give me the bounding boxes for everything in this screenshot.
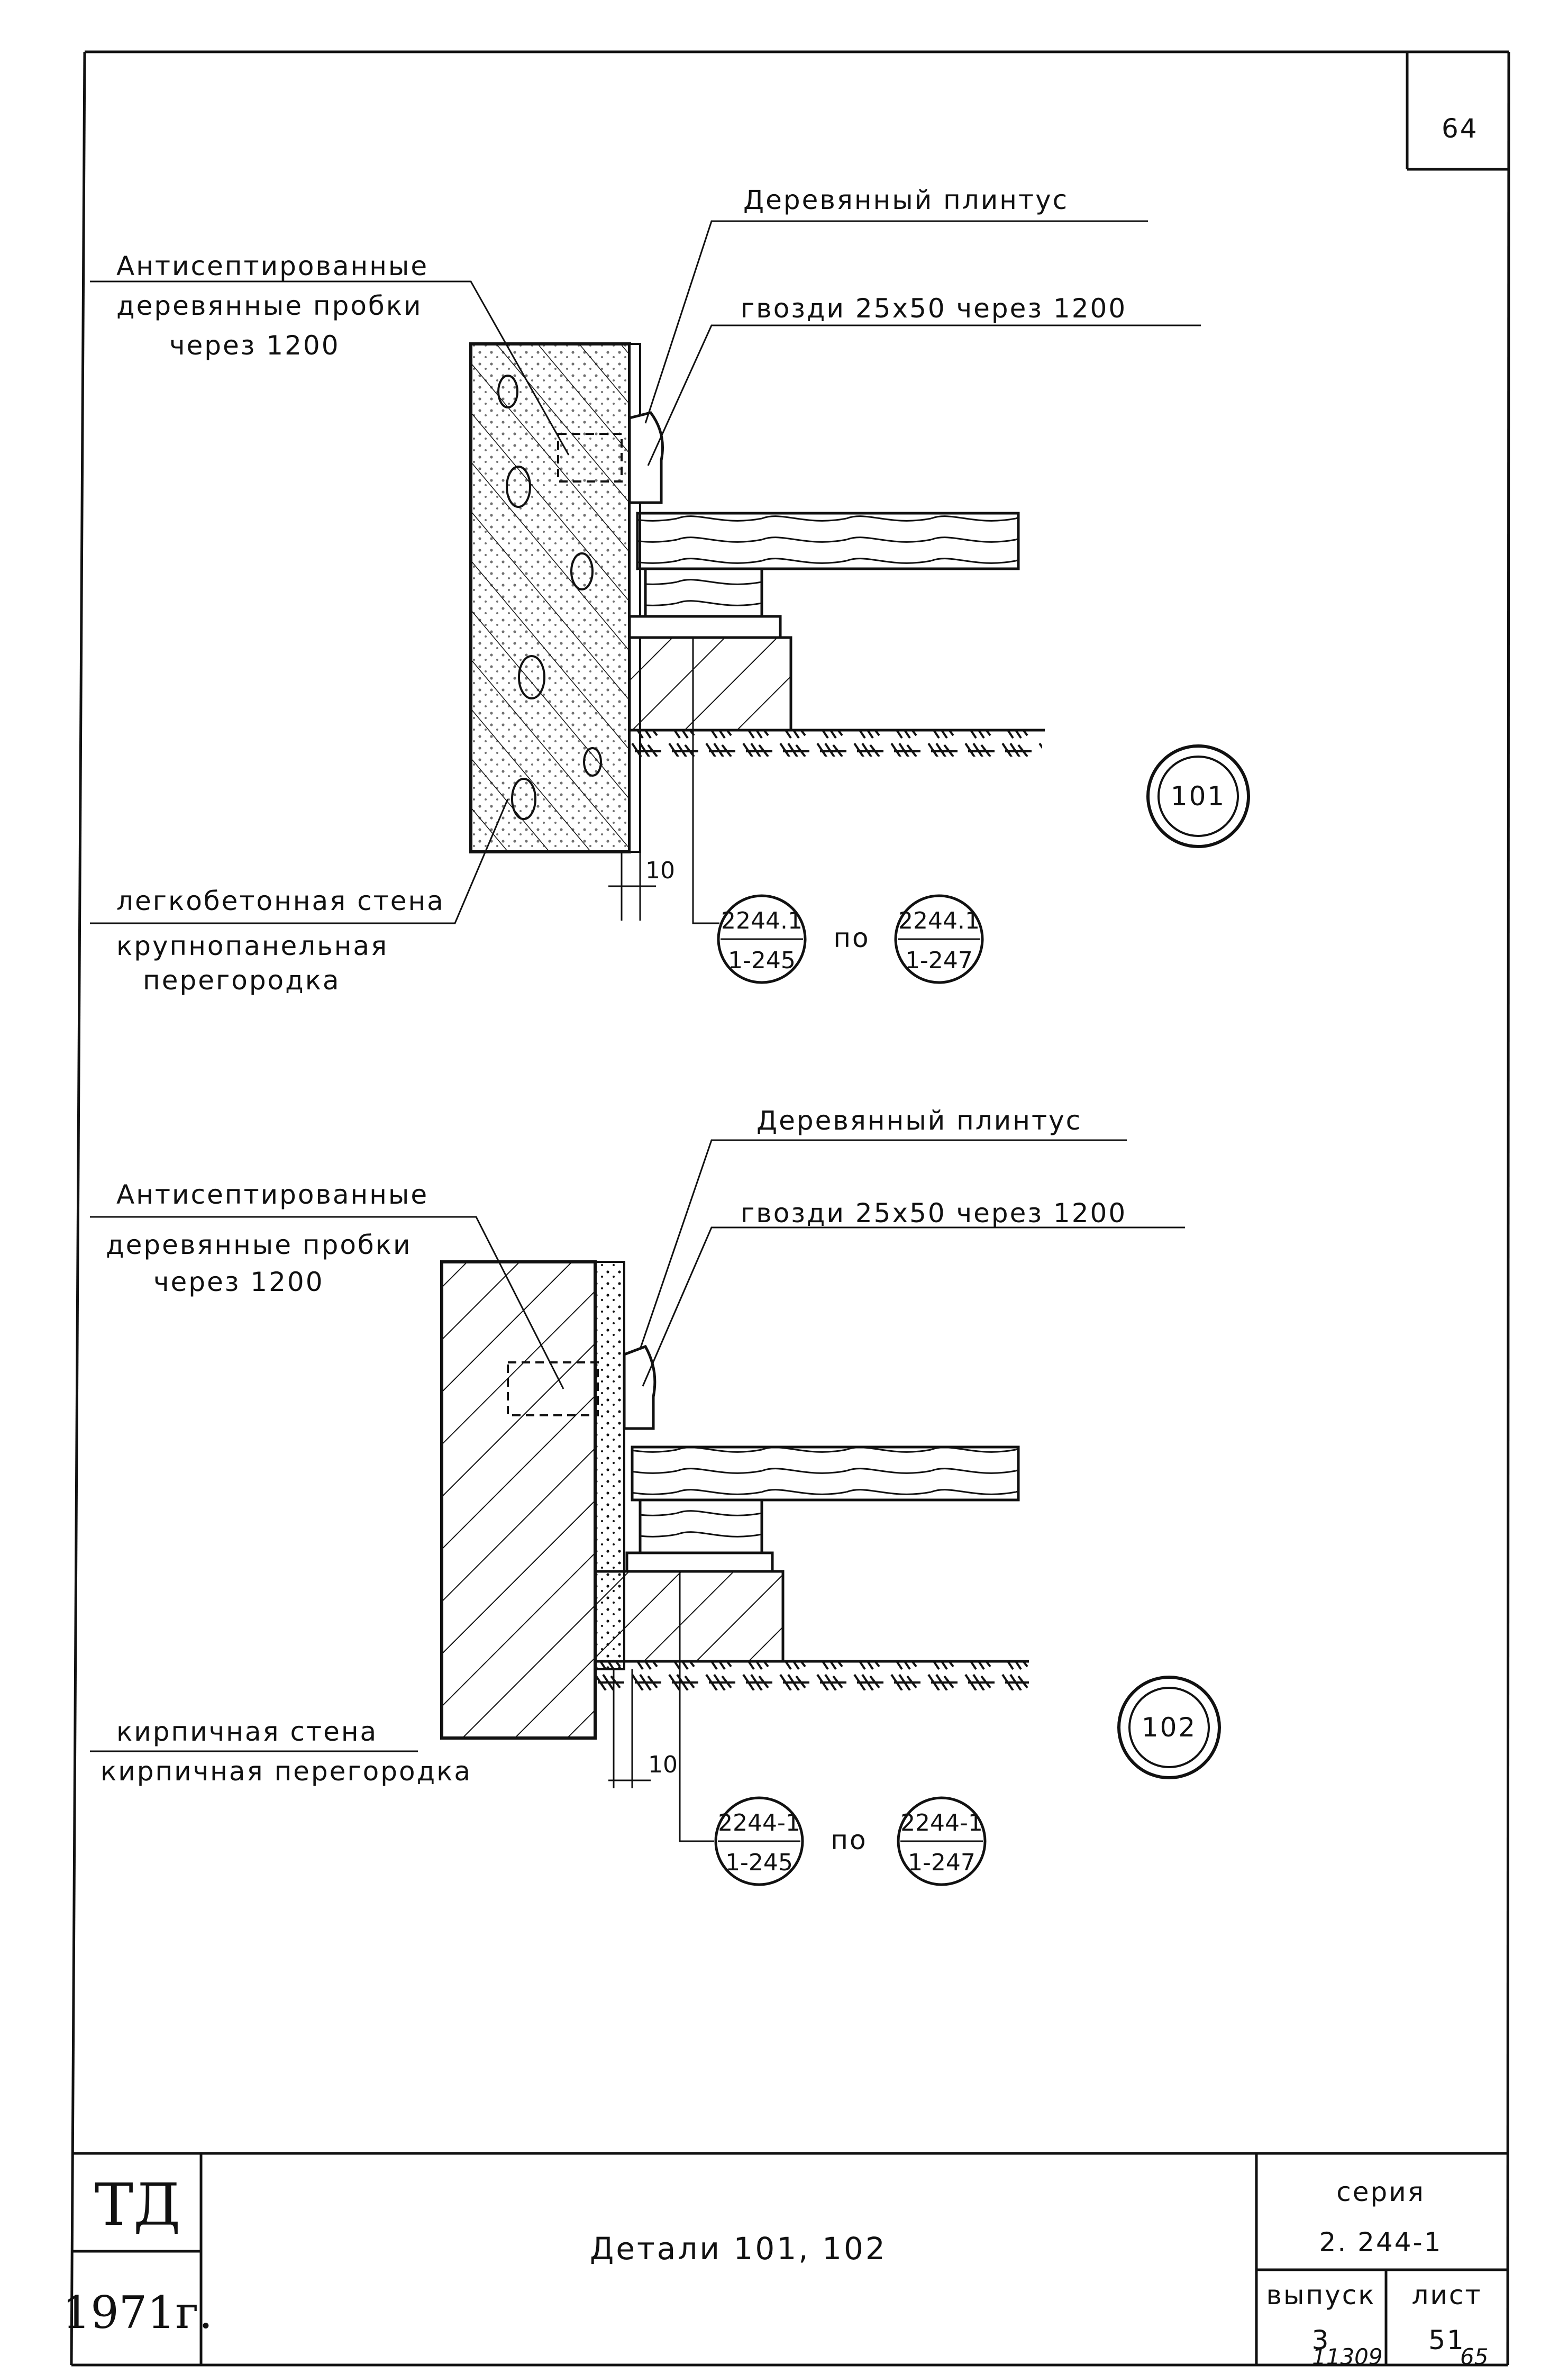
wooden-plug [507,1361,599,1416]
issue-label: выпуск [1266,2280,1376,2311]
ground-base [595,1661,1029,1690]
org-mark: ТД [95,2171,181,2239]
label-plugs-101-line1: Антисептированные [116,251,429,281]
label-wall-101-line3: перегородка [143,965,341,996]
sheet-border [70,50,1510,2367]
joist [644,567,763,618]
ref-101-a-bottom: 1-245 [728,947,796,974]
ref-102-b-bottom: 1-247 [908,1849,976,1876]
detail-101: 10 Деревянный плинтус гвозди 25x50 через… [90,185,1250,996]
support-pad [594,1570,785,1663]
sheet-value: 51 [1428,2325,1465,2355]
label-plugs-102-line3: через 1200 [153,1267,324,1297]
drawing-title: Детали 101, 102 [590,2231,887,2267]
label-wall-101-line2: крупнопанельная [116,931,388,961]
label-wall-102-line2: кирпичная перегородка [101,1756,472,1787]
dimension-102: 10 [648,1751,678,1778]
wooden-plinth [623,1344,657,1430]
ref-102-a-bottom: 1-245 [725,1849,793,1876]
floorboard [636,512,1020,570]
detail-marker-102: 102 [1142,1712,1197,1743]
sheet-label: лист [1411,2280,1482,2311]
ref-101-b-bottom: 1-247 [905,947,973,974]
detail-102: 10 Деревянный плинтус гвозди 25x50 через… [90,1105,1221,1886]
dimension-101: 10 [645,857,675,884]
floorboard [631,1445,1020,1502]
label-plinth-101: Деревянный плинтус [743,185,1069,215]
label-plugs-102-line1: Антисептированные [116,1179,429,1210]
ref-102-sep: по [831,1825,867,1855]
label-nails-102: гвозди 25x50 через 1200 [741,1198,1127,1229]
page-number-box: 64 [1406,52,1509,171]
detail-marker-101: 101 [1171,781,1226,812]
issue-value: 3 [1312,2325,1330,2355]
label-wall-101-line1: легкобетонная стена [116,886,445,916]
series-label: серия [1336,2177,1425,2207]
label-nails-101: гвозди 25x50 через 1200 [741,293,1127,324]
support-pad [628,636,792,732]
ref-101-b-top: 2244.1 [898,907,980,934]
ref-101-a-top: 2244.1 [721,907,803,934]
title-block: ТД 1971г. Детали 101, 102 серия 2. 244-1… [62,2152,1508,2365]
series-value: 2. 244-1 [1319,2227,1443,2258]
label-wall-102-line1: кирпичная стена [116,1716,378,1747]
label-plugs-101-line2: деревянные пробки [116,290,422,321]
label-plinth-102: Деревянный плинтус [756,1105,1082,1136]
page-number: 64 [1442,113,1479,144]
label-plugs-102-line2: деревянные пробки [106,1230,412,1260]
wooden-plinth [628,411,664,504]
year: 1971г. [62,2287,213,2339]
bottom-note-left: 11309 [1312,2344,1383,2370]
brick-wall [440,1260,597,1740]
wooden-plug [557,433,623,483]
ground-base [630,730,1042,757]
label-plugs-101-line3: через 1200 [169,330,340,361]
ref-102-b-top: 2244-1 [900,1809,983,1836]
ref-101-sep: по [833,923,870,953]
ref-102-a-top: 2244-1 [718,1809,800,1836]
bottom-note-right: 65 [1460,2344,1489,2370]
joist [639,1498,763,1554]
